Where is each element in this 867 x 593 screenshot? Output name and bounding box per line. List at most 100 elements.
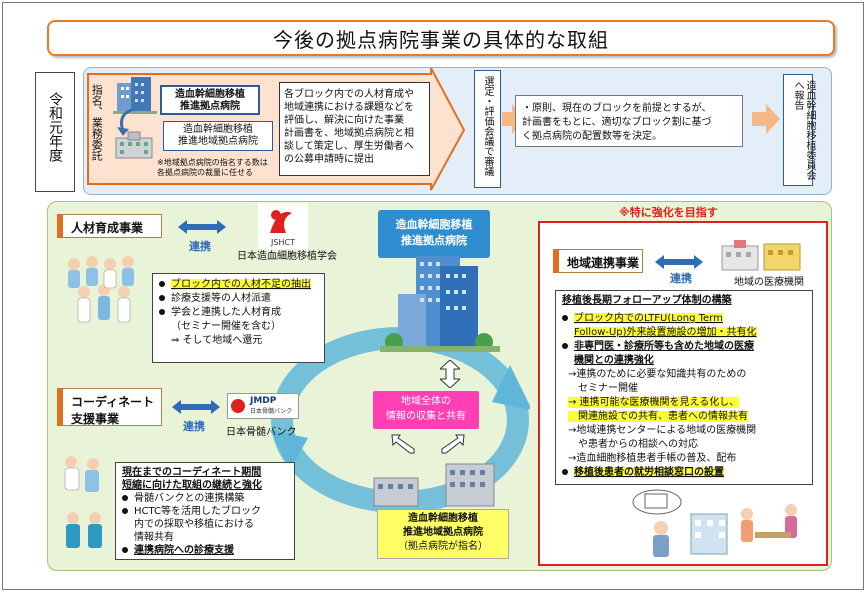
hr-label: 人材育成事業 (57, 214, 162, 238)
regional-label-line: 造血幹細胞移植 (408, 513, 478, 524)
regional-line: や患者からの相談への対応 (568, 439, 698, 450)
step1-line: 各ブロック内での人材育成や (284, 89, 414, 100)
diag-arrow-icon (441, 434, 465, 454)
coord-heading-line: 現在までのコーディネート期間 (122, 467, 262, 478)
review-label: 選定・評価会議で審議 (482, 76, 493, 176)
double-arrow-icon (655, 255, 703, 269)
note-line-2: 各拠点病院の裁量に任せる (157, 168, 253, 177)
coord-item-text: 骨髄バンクとの連携構築 (134, 493, 245, 504)
coord-partner: 日本骨髄バンク (226, 427, 297, 438)
regional-line: 非専門医・診療所等も含めた地域の医療 (562, 340, 806, 354)
regional-line-text: 非専門医・診療所等も含めた地域の医療 (574, 341, 754, 352)
double-arrow-icon (172, 400, 220, 414)
page-title: 今後の拠点病院事業の具体的な取組 (47, 20, 835, 56)
coord-label-line: 支援事業 (71, 412, 120, 426)
coord-item-text: 内での採取や移植における (134, 519, 254, 530)
step2-line: 計画書をもとに、適切なブロック割に基づ (522, 117, 712, 128)
year-label: 令和元年度 (47, 92, 63, 162)
review-box (474, 70, 501, 188)
jshct-logo-text: JSHCT (270, 238, 295, 247)
info-share-box: 地域全体の 情報の収集と共有 (373, 391, 479, 429)
regional-buildings-icon (373, 463, 495, 507)
regional-label-box: 造血幹細胞移植 推進地域拠点病院 （拠点病院が指名） (377, 509, 509, 559)
hr-item-text: 学会と連携した人材育成 (171, 307, 281, 318)
hub-label-line: 推進拠点病院 (401, 234, 467, 247)
regional-line: →連携のために必要な知識共有のための (568, 369, 747, 380)
regional-line-text: 移植後患者の就労相談窓口の設置 (574, 467, 724, 478)
emphasis-note: ※特に強化を目指す (619, 206, 718, 219)
hub-line-1: 造血幹細胞移植 (175, 89, 245, 100)
coord-item: HCTC等を活用したブロック (122, 505, 288, 518)
regional-tag: 地域連携事業 (553, 249, 643, 273)
hub-line-2: 推進拠点病院 (180, 101, 240, 112)
hub-hospital-box: 造血幹細胞移植 推進拠点病院 (160, 85, 260, 115)
step2-line: ・原則、現在のブロックを前提とするが、 (522, 103, 712, 114)
hub-label-line: 造血幹細胞移植 (395, 218, 473, 231)
nominate-label: 指名、業務委託 (90, 84, 104, 161)
regional-label-line: （拠点病院が指名） (398, 541, 488, 552)
step1-line: 評価し、解決に向けた事業 (284, 115, 404, 126)
note-line-1: ※地域拠点病院の指名する数は (157, 158, 268, 167)
double-arrow-icon (178, 220, 226, 234)
regional-hospital-box: 造血幹細胞移植 推進地域拠点病院 (163, 121, 273, 151)
hr-item: ⇒ そして地域へ還元 (171, 335, 263, 346)
hr-item-text: 診療支援等の人材派遣 (171, 293, 271, 304)
coord-item: 骨髄バンクとの連携構築 (122, 492, 288, 505)
process-note: ※地域拠点病院の指名する数は 各拠点病院の裁量に任せる (157, 158, 268, 178)
hr-item: ブロック内での人材不足の抽出 (159, 278, 318, 292)
report-box (783, 74, 813, 186)
hub-hospital-icon (113, 77, 157, 114)
coord-item-text: 連携病院への診療支援 (134, 545, 234, 556)
coord-item-text: 情報共有 (134, 532, 174, 543)
regional-line-1: 造血幹細胞移植 (183, 124, 253, 135)
regional-hospital-icon (115, 131, 153, 159)
regional-line: セミナー開催 (568, 383, 638, 394)
medical-staff-icon (64, 456, 102, 548)
info-share-line: 情報の収集と共有 (386, 411, 466, 422)
regional-partner: 地域の医療機関 (734, 277, 804, 288)
regional-line-text: → 連携可能な医療機関を見える化し、 (568, 397, 740, 408)
updown-arrow-icon (440, 360, 460, 388)
step2-line: く拠点病院の配置数等を決定。 (522, 131, 662, 142)
hub-label-box: 造血幹細胞移植 推進拠点病院 (378, 210, 490, 258)
hr-item: 診療支援等の人材派遣 (159, 292, 318, 306)
regional-label-line: 推進地域拠点病院 (403, 527, 483, 538)
step2-text: ・原則、現在のブロックを前提とするが、 計画書をもとに、適切なブロック割に基づ … (522, 102, 712, 144)
regional-line: → 連携可能な医療機関を見える化し、 (562, 396, 806, 410)
step1-box: 各ブロック内での人材育成や 地域連携における課題などを 評価し、解決に向けた事業… (279, 82, 430, 176)
step1-line: の公募申請時に提出 (284, 154, 374, 165)
info-share-line: 地域全体の (401, 396, 451, 407)
clinic-buildings-icon (721, 240, 801, 271)
regional-line: 移植後患者の就労相談窓口の設置 (562, 466, 806, 480)
year-box (35, 72, 75, 192)
coord-callout: 現在までのコーディネート期間 短縮に向けた取組の継続と強化 骨髄バンクとの連携構… (115, 462, 295, 560)
regional-line-2: 推進地域拠点病院 (178, 136, 258, 147)
coord-label: コーディネート 支援事業 (57, 388, 162, 426)
regional-line-text: 関連施設での共有、患者への情報共有 (568, 411, 748, 422)
jshct-logo: JSHCT (258, 203, 308, 249)
jmdp-logo-text: JMDP (250, 396, 277, 406)
coord-label-line: コーディネート (71, 395, 155, 409)
regional-heading: 移植後長期フォローアップ体制の構築 (562, 295, 732, 306)
diag-arrow-icon (391, 434, 415, 454)
hr-item: 学会と連携した人材育成 (159, 306, 318, 320)
arrow-right-icon (752, 104, 780, 134)
regional-link-label: 連携 (670, 272, 692, 285)
step1-text: 各ブロック内での人材育成や 地域連携における課題などを 評価し、解決に向けた事業… (284, 88, 414, 166)
staff-people-icon (68, 256, 134, 323)
regional-callout: 移植後長期フォローアップ体制の構築 ブロック内でのLTFU(Long Term … (555, 290, 813, 485)
step1-line: 談して策定し、厚生労働者へ (284, 141, 414, 152)
regional-line: 関連施設での共有、患者への情報共有 (562, 410, 806, 424)
jmdp-logo: JMDP 日本骨髄バンク (227, 393, 299, 419)
regional-line-text: ブロック内でのLTFU(Long Term (574, 313, 723, 324)
jmdp-logo-sub: 日本骨髄バンク (250, 408, 293, 415)
regional-line: ブロック内でのLTFU(Long Term (562, 312, 806, 326)
hr-callout: ブロック内での人材不足の抽出 診療支援等の人材派遣 学会と連携した人材育成 （セ… (152, 273, 325, 363)
curved-arrow-icon (117, 107, 136, 136)
consultation-illustration (632, 489, 797, 557)
step1-line: 計画書を、地域拠点病院と相 (284, 128, 414, 139)
regional-line: →造血細胞移植患者手帳の普及、配布 (568, 453, 737, 464)
regional-line: 機関との連携強化 (574, 355, 654, 366)
step1-line: 地域連携における課題などを (284, 102, 414, 113)
